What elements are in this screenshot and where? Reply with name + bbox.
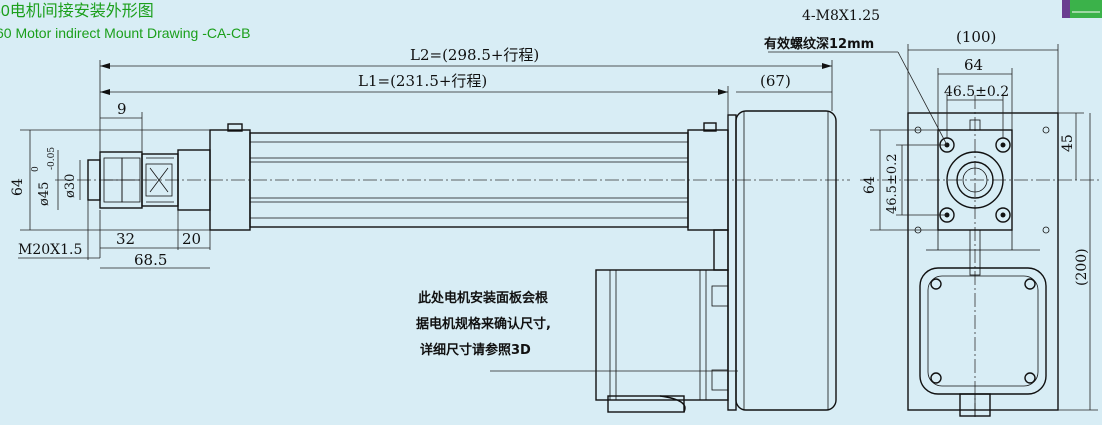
label-r64: 64: [964, 56, 983, 74]
label-64: 64: [10, 178, 26, 196]
right-dims-side: 45 (200): [1058, 112, 1098, 411]
note-line-3: 详细尺寸请参照3D: [420, 342, 531, 358]
label-9: 9: [117, 100, 127, 118]
label-r46-5v: 46.5±0.2: [885, 153, 900, 214]
label-right-thread: 4-M8X1.25: [802, 8, 880, 24]
label-right-depth: 有效螺纹深12mm: [764, 36, 874, 52]
note-line-1: 此处电机安装面板会根: [418, 290, 549, 306]
label-thread: M20X1.5: [18, 242, 82, 258]
dim-67: (67): [736, 72, 832, 93]
dim-9: 9: [100, 100, 143, 154]
label-32: 32: [116, 230, 135, 248]
dim-left-vertical: 64 ø45 0 -0.05 ø30: [10, 129, 210, 260]
label-d45-tol-dn: -0.05: [47, 147, 57, 170]
front-housing: [177, 123, 251, 231]
label-r46-5: 46.5±0.2: [944, 84, 1009, 100]
right-dims-top: 4-M8X1.25 有效螺纹深12mm (100) 64 46.5±0.2: [764, 8, 1059, 146]
title-en: 60 Motor indirect Mount Drawing -CA-CB: [0, 25, 250, 41]
note-line-2: 据电机规格来确认尺寸,: [416, 316, 551, 332]
label-d45: ø45: [37, 182, 52, 206]
label-r64v: 64: [862, 176, 878, 194]
motor: [595, 229, 729, 413]
label-r200: (200): [1074, 248, 1090, 286]
label-r45: 45: [1060, 134, 1076, 152]
label-L2: L2=(298.5+行程): [410, 46, 539, 64]
label-d45-tol-up: 0: [31, 166, 41, 172]
label-68-5: 68.5: [134, 251, 167, 269]
label-d30: ø30: [63, 174, 78, 198]
dim-L1: L1=(231.5+行程): [100, 72, 729, 130]
right-dims-left: 64 46.5±0.2: [862, 129, 947, 231]
dim-L2: L2=(298.5+行程): [99, 46, 833, 155]
label-r100: (100): [956, 28, 996, 46]
label-L1: L1=(231.5+行程): [358, 72, 487, 90]
title-cn: 60电机间接安装外形图: [0, 2, 154, 20]
label-67: (67): [760, 72, 791, 90]
rod-end: [87, 151, 179, 209]
outer-tube: [249, 132, 689, 228]
dim-bottom: 32 20 68.5 M20X1.5: [18, 210, 211, 269]
rear-housing: [687, 110, 837, 411]
end-view-plate: [907, 112, 1059, 417]
label-20: 20: [182, 230, 201, 248]
corner-logo: [1062, 0, 1102, 18]
